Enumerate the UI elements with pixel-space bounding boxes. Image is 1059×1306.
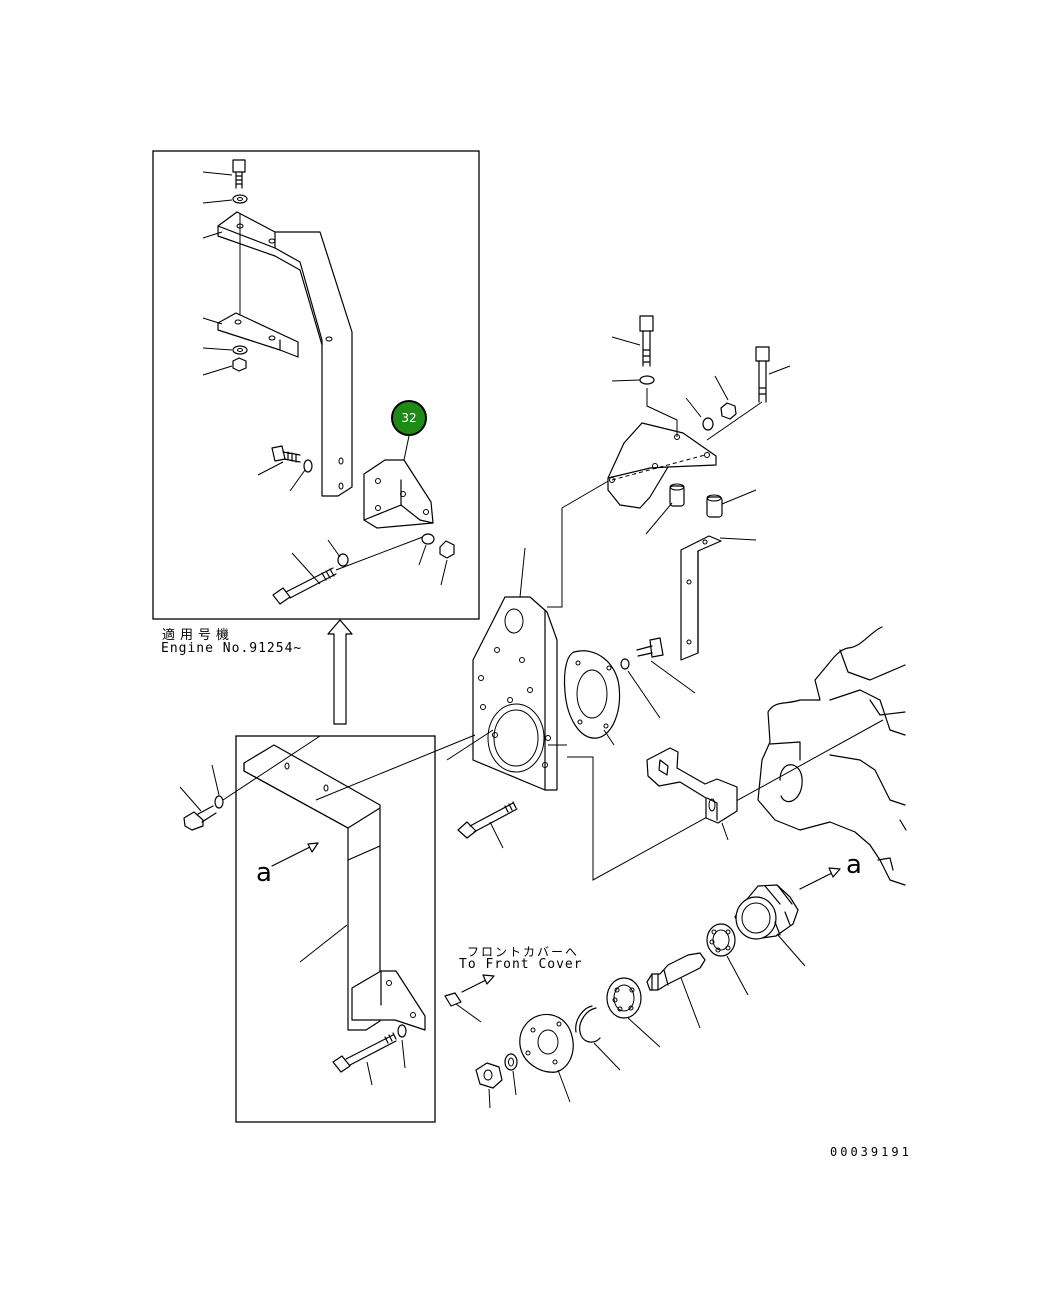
- top-right-spacer-left: [669, 483, 685, 507]
- plate-leader: [519, 547, 526, 598]
- inset-mid-washer: [232, 345, 248, 355]
- inset-right-nut: [439, 540, 455, 559]
- lower-bolt: [332, 1032, 397, 1073]
- inset-side-bolt: [271, 445, 301, 463]
- hex-nut: [475, 1062, 503, 1089]
- pipe-bracket-leader: [721, 822, 729, 841]
- inset-nut: [232, 357, 247, 372]
- top-right-nut: [720, 402, 737, 420]
- top-right-bolt-left: [639, 315, 654, 367]
- inset-right-washer: [421, 533, 435, 545]
- small-washer-leader: [512, 1070, 517, 1096]
- inset-side-washer: [303, 459, 313, 473]
- lower-bracket: [243, 744, 381, 1031]
- inset-bolt-washer: [337, 553, 349, 567]
- top-right-bolt-right: [755, 346, 770, 403]
- view-marker-left: a: [256, 858, 272, 888]
- inset-top-bolt: [232, 159, 246, 189]
- pipe-bracket: [646, 747, 738, 824]
- engine-casing-outline: [757, 626, 907, 886]
- bearing-center-leader: [627, 1017, 661, 1048]
- drawing-number: 00039191: [830, 1145, 912, 1159]
- plate-link-lines: [315, 479, 884, 881]
- bearing-right-leader: [726, 955, 749, 996]
- front-cover-arrow: [461, 974, 495, 993]
- left-leaders: [179, 764, 220, 812]
- drive-gear-housing: [734, 884, 799, 940]
- shaft-leader: [680, 977, 701, 1029]
- inset-upper-bracket: [217, 211, 353, 497]
- bearing-right: [706, 923, 736, 957]
- inset-leader-lines: [202, 171, 448, 586]
- lower-washer: [397, 1024, 407, 1038]
- view-a-arrow-right: [799, 867, 841, 890]
- housing-leader: [776, 933, 806, 967]
- top-right-washer-right: [702, 417, 714, 431]
- inset-top-washer: [232, 194, 248, 204]
- front-cover-label-jp: フロントカバーへ: [467, 945, 580, 959]
- small-washer: [504, 1053, 518, 1071]
- snap-ring-leader: [593, 1042, 621, 1071]
- hex-nut-leader: [488, 1088, 491, 1109]
- top-right-bracket: [607, 388, 763, 509]
- lower-inset-frame: [235, 735, 436, 1123]
- inset-long-bolt: [272, 534, 429, 605]
- part-callout-32[interactable]: 32: [391, 400, 427, 436]
- flange: [519, 1013, 574, 1073]
- center-small-leaders: [627, 660, 696, 719]
- left-washer: [214, 735, 321, 809]
- view-marker-right: a: [846, 850, 862, 880]
- gasket: [563, 650, 621, 739]
- center-plate: [472, 596, 558, 791]
- center-small-bolt: [636, 637, 664, 658]
- top-right-washer-left: [639, 375, 655, 385]
- center-bolt-leader: [489, 821, 504, 849]
- gasket-leader: [603, 729, 615, 746]
- center-small-washer: [620, 658, 630, 670]
- left-bolt: [183, 805, 217, 831]
- inset-reference-arrow: [327, 619, 353, 725]
- engine-number-label: Engine No.91254~: [161, 641, 303, 656]
- bearing-center: [606, 977, 642, 1019]
- lower-small-bracket: [351, 970, 426, 1031]
- right-hanger-bracket: [680, 535, 722, 661]
- lower-leader-lines: [271, 842, 406, 1086]
- inset-frame: [152, 150, 480, 620]
- front-cover-bushing: [444, 992, 462, 1007]
- inset-lower-bracket: [217, 312, 299, 358]
- front-cover-label-en: To Front Cover: [459, 957, 583, 972]
- top-right-spacer-right: [706, 494, 723, 518]
- center-bolt: [457, 801, 518, 839]
- drive-shaft: [646, 952, 706, 991]
- flange-leader: [557, 1069, 571, 1103]
- bushing-leader: [455, 1003, 482, 1023]
- inset-small-bracket: [363, 435, 434, 529]
- applicable-label: 適用号機: [162, 628, 235, 643]
- top-right-leaders: [611, 336, 791, 541]
- snap-ring: [575, 1005, 601, 1043]
